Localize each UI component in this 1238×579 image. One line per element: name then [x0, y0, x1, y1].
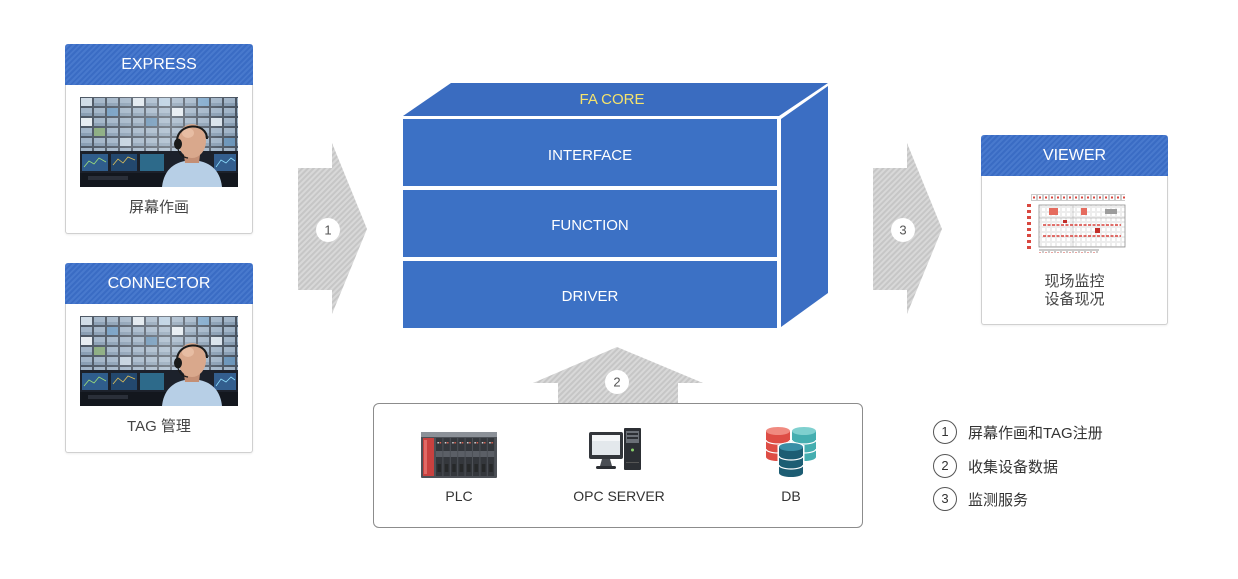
- viewer-caption-line: 设备现况: [1044, 291, 1105, 308]
- express-card-caption: 屏幕作画: [128, 199, 189, 216]
- express-card: EXPRESS 屏幕作画: [65, 44, 253, 234]
- viewer-card: VIEWER 现场监控 设备现况: [981, 135, 1168, 325]
- source-label: DB: [781, 488, 801, 504]
- database-icon: [766, 427, 816, 478]
- legend-item: 3 监测服务: [933, 487, 1028, 511]
- step-number: 2: [613, 375, 620, 390]
- plc-icon: [421, 432, 497, 478]
- fa-core-title: FA CORE: [579, 91, 644, 108]
- viewer-card-title: VIEWER: [981, 135, 1168, 176]
- express-card-body: 屏幕作画: [65, 85, 253, 234]
- source-label: OPC SERVER: [573, 488, 665, 504]
- legend-text: 收集设备数据: [968, 458, 1059, 476]
- legend-item: 2 收集设备数据: [933, 454, 1058, 478]
- fa-core-box: FA CORE INTERFACE FUNCTION DRIVER: [403, 83, 828, 328]
- fa-core-top-face: [403, 83, 828, 116]
- core-layer-block: [403, 261, 777, 328]
- legend-number-badge: 1: [933, 420, 957, 444]
- core-layer-block: [403, 119, 777, 186]
- fa-core-right-face: [781, 86, 828, 327]
- legend-number-badge: 3: [933, 487, 957, 511]
- opc-server-icon: [589, 428, 641, 470]
- express-card-title: EXPRESS: [65, 44, 253, 85]
- source-db: DB: [731, 404, 851, 526]
- core-layer-function: FUNCTION: [403, 190, 777, 257]
- step-badge: [891, 218, 915, 242]
- connector-card-title: CONNECTOR: [65, 263, 253, 304]
- legend: 1 屏幕作画和TAG注册 2 收集设备数据 3 监测服务: [933, 420, 1193, 520]
- legend-text: 屏幕作画和TAG注册: [968, 424, 1103, 442]
- source-opc-server: OPC SERVER: [559, 404, 679, 526]
- legend-number-badge: 2: [933, 454, 957, 478]
- connector-card-caption: TAG 管理: [127, 418, 191, 435]
- data-source-panel: PLC OPC SERVER: [373, 403, 863, 528]
- connector-card-body: TAG 管理: [65, 304, 253, 453]
- core-layer-label: INTERFACE: [548, 147, 632, 164]
- connector-card: CONNECTOR TAG 管理: [65, 263, 253, 453]
- control-room-photo: [80, 316, 238, 406]
- step-badge: [605, 370, 629, 394]
- source-label: PLC: [445, 488, 473, 504]
- viewer-card-caption: 现场监控 设备现况: [982, 273, 1167, 309]
- source-plc: PLC: [399, 404, 519, 526]
- monitoring-floor-plan-image: [1025, 192, 1127, 255]
- viewer-caption-line: 现场监控: [1044, 273, 1105, 290]
- core-layer-block: [403, 190, 777, 257]
- flow-arrow-1: 1: [298, 143, 367, 314]
- step-number: 3: [899, 223, 906, 238]
- core-layer-interface: INTERFACE: [403, 119, 777, 186]
- viewer-card-body: 现场监控 设备现况: [981, 176, 1168, 325]
- step-number: 1: [324, 223, 331, 238]
- core-layer-driver: DRIVER: [403, 261, 777, 328]
- core-layer-label: DRIVER: [562, 288, 619, 305]
- flow-arrow-3: 3: [873, 143, 942, 314]
- core-layer-label: FUNCTION: [551, 217, 629, 234]
- step-badge: [316, 218, 340, 242]
- control-room-photo: [80, 97, 238, 187]
- flow-arrow-2: 2: [533, 347, 703, 403]
- legend-item: 1 屏幕作画和TAG注册: [933, 420, 1103, 444]
- legend-text: 监测服务: [968, 491, 1029, 509]
